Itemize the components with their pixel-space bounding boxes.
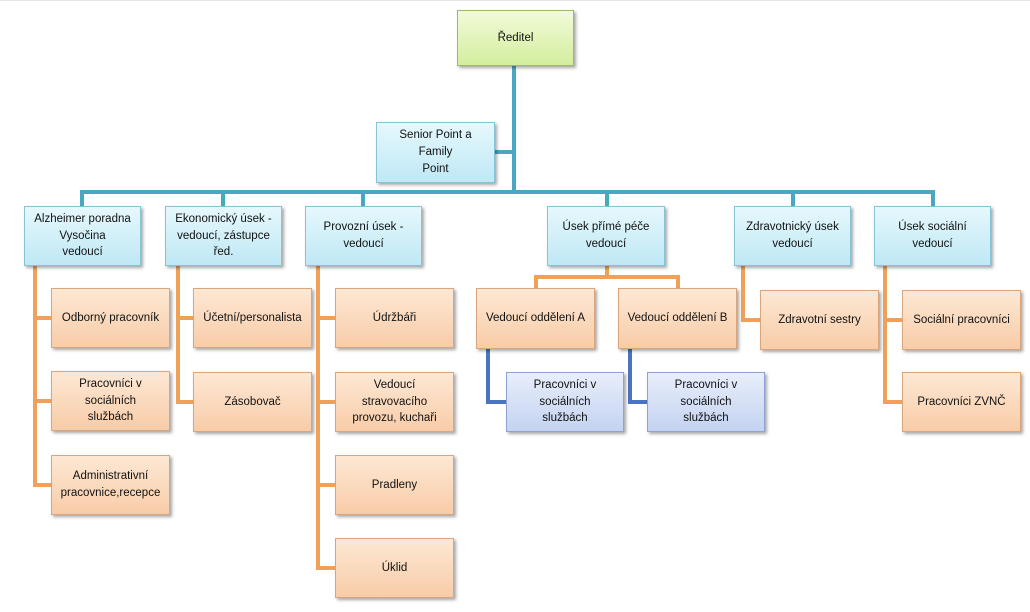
unit-title: Vedoucí oddělení B	[627, 312, 728, 325]
department-box-operations: Provozní úsek - vedoucí	[305, 206, 422, 266]
staff-label: Pracovníci ZVNČ	[917, 395, 1006, 408]
department-title: Alzheimer poradna Vysočina vedoucí	[34, 212, 131, 259]
staff-box: Údržbáři	[335, 288, 454, 348]
staff-label: Vedoucí stravovacího provozu, kuchaři	[352, 378, 437, 425]
staff-label: Účetní/personalista	[203, 311, 302, 324]
staff-box: Pradleny	[335, 455, 454, 515]
staff-label: Sociální pracovníci	[913, 313, 1010, 326]
department-title: Úsek přímé péče vedoucí	[562, 221, 650, 250]
unit-staff-box-a: Pracovníci v sociálních službách	[506, 372, 624, 432]
connector-unit-a	[486, 347, 508, 404]
staff-box: Úklid	[335, 538, 454, 598]
staff-label: Pradleny	[371, 478, 418, 491]
department-box-social: Úsek sociální vedoucí	[874, 206, 991, 266]
staff-box: Pracovníci ZVNČ	[902, 372, 1021, 432]
staff-label: Odborný pracovník	[61, 311, 160, 324]
staff-label: Administrativní pracovnice,recepce	[60, 470, 161, 499]
staff-label: Údržbáři	[372, 311, 417, 324]
department-box-health: Zdravotnický úsek vedoucí	[734, 206, 851, 266]
staff-box: Pracovníci v sociálních službách	[51, 371, 170, 431]
staff-box: Vedoucí stravovacího provozu, kuchaři	[335, 372, 454, 432]
staff-label: Pracovníci v sociálních službách	[674, 378, 738, 425]
department-box-direct-care: Úsek přímé péče vedoucí	[547, 206, 665, 266]
staff-label: Pracovníci v sociálních službách	[79, 377, 142, 424]
unit-box-b: Vedoucí oddělení B	[618, 288, 737, 349]
senior-point-label: Senior Point a Family Point	[399, 129, 472, 175]
staff-box: Účetní/personalista	[193, 288, 312, 348]
staff-label: Zásobovač	[224, 395, 281, 408]
department-title: Ekonomický úsek - vedoucí, zástupce řed.	[175, 212, 272, 259]
unit-box-a: Vedoucí oddělení A	[476, 288, 595, 349]
staff-box: Odborný pracovník	[51, 288, 170, 348]
staff-box: Zdravotní sestry	[760, 290, 879, 350]
department-title: Úsek sociální vedoucí	[898, 221, 967, 250]
staff-label: Pracovníci v sociálních službách	[533, 378, 597, 425]
staff-box: Sociální pracovníci	[902, 290, 1021, 350]
department-title: Provozní úsek - vedoucí	[323, 221, 404, 250]
department-box-economic: Ekonomický úsek - vedoucí, zástupce řed.	[165, 206, 282, 266]
staff-box: Zásobovač	[193, 372, 312, 432]
director-box: Ředitel	[457, 10, 574, 66]
department-box-alzheimer: Alzheimer poradna Vysočina vedoucí	[24, 206, 141, 266]
connector-unit-b	[628, 347, 649, 404]
unit-staff-box-b: Pracovníci v sociálních službách	[647, 372, 765, 432]
top-rule	[0, 0, 1030, 1]
director-label: Ředitel	[497, 31, 534, 44]
senior-point-box: Senior Point a Family Point	[376, 122, 495, 183]
staff-box: Administrativní pracovnice,recepce	[51, 455, 170, 515]
staff-label: Úklid	[381, 561, 408, 574]
staff-label: Zdravotní sestry	[778, 313, 861, 326]
unit-title: Vedoucí oddělení A	[485, 312, 586, 325]
department-title: Zdravotnický úsek vedoucí	[746, 221, 839, 250]
